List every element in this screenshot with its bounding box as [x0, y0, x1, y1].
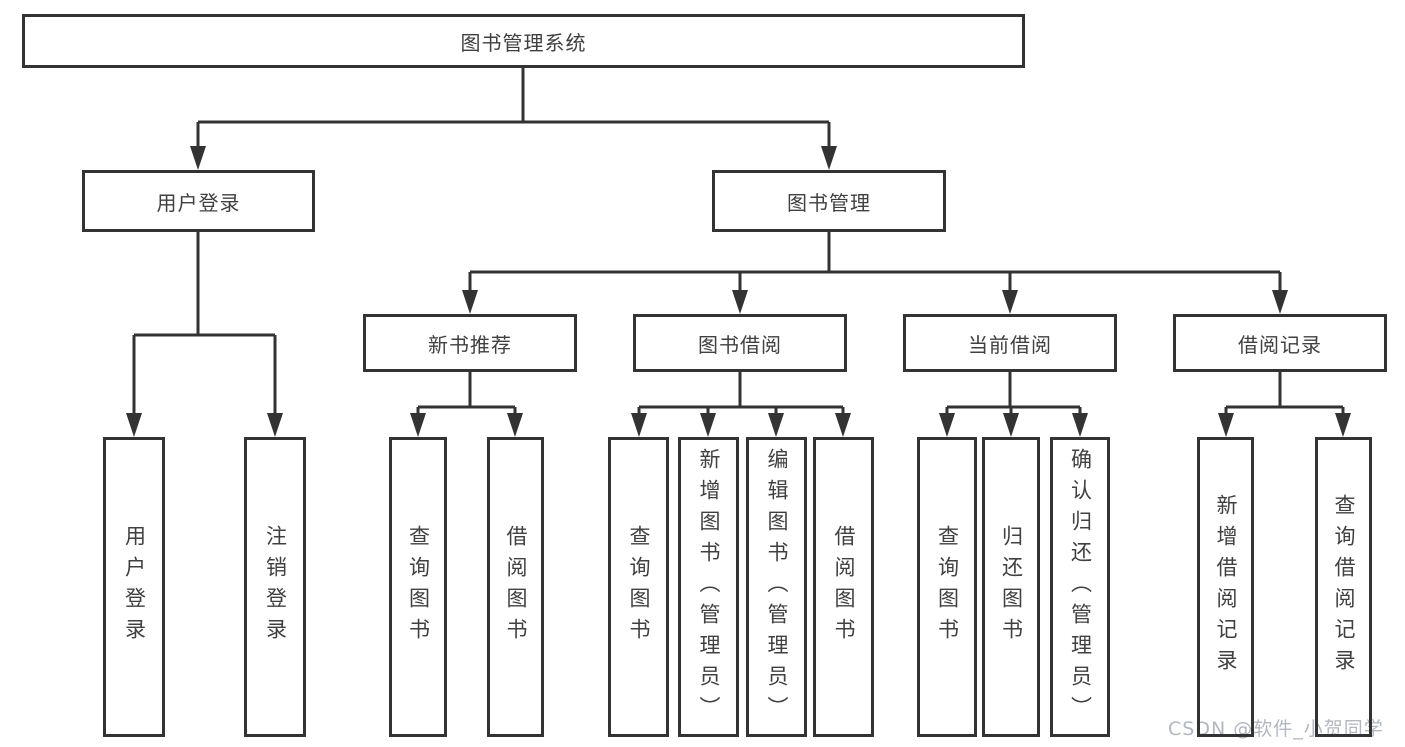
arrow-icon — [1335, 413, 1351, 437]
node-label: 图书管理系统 — [460, 30, 587, 55]
leaf-br-add-record: 新增借阅记录 — [1197, 437, 1254, 737]
node-label: 查询图书 — [627, 525, 651, 649]
leaf-bb-borrow-books: 借阅图书 — [813, 437, 874, 737]
arrow-icon — [1272, 290, 1288, 314]
node-book-borrow: 图书借阅 — [633, 314, 847, 372]
arrow-icon — [1003, 413, 1019, 437]
node-label: 查询图书 — [406, 525, 431, 649]
leaf-cb-query-books: 查询图书 — [917, 437, 977, 737]
leaf-nbr-query-books: 查询图书 — [389, 437, 447, 737]
leaf-br-query-record: 查询借阅记录 — [1315, 437, 1372, 737]
leaf-bb-edit-books-admin: 编辑图书（管理员） — [746, 437, 807, 737]
arrow-icon — [700, 413, 716, 437]
arrow-icon — [768, 413, 784, 437]
leaf-logout: 注销登录 — [244, 437, 306, 737]
node-library-system: 图书管理系统 — [22, 14, 1025, 68]
arrow-icon — [1002, 290, 1018, 314]
node-label: 新增图书（管理员） — [697, 447, 721, 727]
arrow-icon — [821, 146, 837, 170]
node-label: 当前借阅 — [968, 332, 1052, 357]
arrow-icon — [267, 413, 283, 437]
arrow-icon — [732, 290, 748, 314]
node-label: 查询借阅记录 — [1332, 494, 1356, 680]
connector-user-login — [132, 232, 277, 416]
connector-root — [196, 68, 831, 150]
arrow-icon — [631, 413, 647, 437]
node-label: 用户登录 — [156, 190, 241, 215]
arrowheads — [126, 146, 1351, 437]
node-label: 借阅记录 — [1238, 332, 1322, 357]
leaf-cb-confirm-return-admin: 确认归还（管理员） — [1050, 437, 1110, 737]
connector-new-book-recommend — [416, 372, 517, 416]
arrow-icon — [507, 413, 523, 437]
leaf-cb-return-books: 归还图书 — [982, 437, 1040, 737]
node-borrow-records: 借阅记录 — [1173, 314, 1387, 372]
arrow-icon — [939, 413, 955, 437]
node-label: 新书推荐 — [428, 332, 512, 357]
connector-book-management — [468, 232, 1282, 293]
node-user-login: 用户登录 — [82, 170, 315, 232]
node-label: 编辑图书（管理员） — [765, 447, 789, 727]
connector-borrow-records — [1224, 372, 1345, 416]
connector-book-borrow — [637, 372, 845, 416]
arrow-icon — [410, 413, 426, 437]
arrow-icon — [462, 290, 478, 314]
node-label: 用户登录 — [122, 525, 147, 649]
arrow-icon — [835, 413, 851, 437]
connector-current-borrow — [945, 372, 1082, 416]
node-label: 图书管理 — [787, 190, 871, 215]
leaf-bb-query-books: 查询图书 — [608, 437, 669, 737]
arrow-icon — [1218, 413, 1234, 437]
node-label: 图书借阅 — [698, 332, 782, 357]
node-label: 注销登录 — [263, 525, 288, 649]
node-label: 确认归还（管理员） — [1068, 447, 1093, 727]
arrow-icon — [190, 146, 206, 170]
node-label: 归还图书 — [999, 525, 1024, 649]
node-label: 借阅图书 — [504, 525, 528, 649]
node-label: 借阅图书 — [832, 525, 856, 649]
arrow-icon — [1072, 413, 1088, 437]
node-label: 查询图书 — [935, 525, 960, 649]
node-label: 新增借阅记录 — [1214, 494, 1238, 680]
node-book-management: 图书管理 — [712, 170, 946, 232]
node-new-book-recommend: 新书推荐 — [363, 314, 577, 372]
node-current-borrow: 当前借阅 — [903, 314, 1117, 372]
leaf-nbr-borrow-books: 借阅图书 — [487, 437, 544, 737]
leaf-user-login: 用户登录 — [103, 437, 165, 737]
arrow-icon — [126, 413, 142, 437]
leaf-bb-add-books-admin: 新增图书（管理员） — [678, 437, 739, 737]
